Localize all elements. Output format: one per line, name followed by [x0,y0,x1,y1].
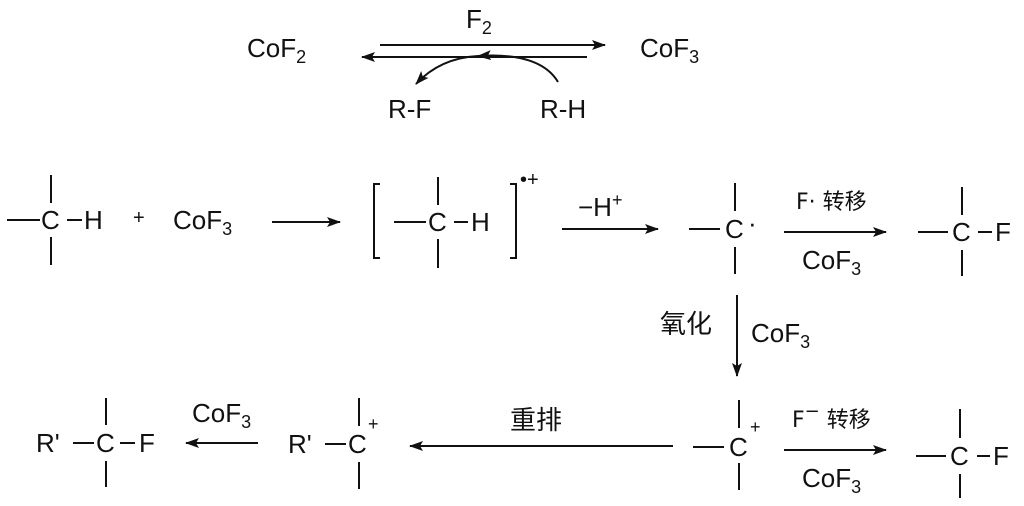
atom-f: F [993,441,1009,471]
label-superscript: + [611,190,623,210]
atom-c: C [428,207,447,237]
formula-subscript: 2 [481,18,492,38]
cobalt-difluoride: CoF2 [247,33,306,66]
atom-c: C [41,205,60,235]
atom-c: C [729,432,748,462]
label-base: −H [578,192,612,222]
cation-charge: + [368,414,379,434]
label-base: F [792,408,805,433]
cation-charge: + [750,417,761,437]
deprotonation-label: −H+ [578,191,622,222]
formula-base: CoF [802,245,852,275]
formula-base: CoF [173,205,223,235]
oxidation-reagent: CoF3 [751,318,810,351]
atom-c: C [725,214,744,244]
formula-subscript: 3 [689,47,700,67]
formula-base: CoF [247,33,297,63]
formula-base: CoF [802,463,852,493]
f-anion-transfer-label: F− 转移 [792,403,871,433]
label-text: 转移 [819,408,871,433]
atom-f: F [139,428,155,458]
f-radical-transfer-label: F· 转移 [796,190,867,215]
oxidation-label: 氧化 [660,310,713,340]
atom-r-prime: R' [36,428,60,458]
fluorination-reagent: CoF3 [192,398,251,431]
cobalt-trifluoride: CoF3 [640,33,699,66]
cobalt-trifluoride-reactant: CoF3 [173,205,232,238]
radical-cation-charge: •+ [520,169,539,191]
atom-c: C [950,441,969,471]
formula-subscript: 3 [800,332,811,352]
atom-c: C [952,217,971,247]
formula-base: CoF [640,33,690,63]
f-radical-transfer-reagent: CoF3 [802,245,861,278]
atom-c: C [96,428,115,458]
formula-subscript: 3 [851,477,862,497]
curved-arrow-in [477,50,559,83]
atom-h: H [84,205,103,235]
product-rf: R-F [388,94,432,124]
f-anion-transfer-reagent: CoF3 [802,463,861,496]
formula-subscript: 3 [241,412,252,432]
rearrangement-label: 重排 [510,406,563,436]
curved-arrow-out [415,55,479,85]
radical-dot: · [748,208,757,238]
fluorine-reagent: F2 [466,4,492,37]
formula-subscript: 3 [222,219,233,239]
atom-r-prime: R' [288,429,312,459]
atom-c: C [348,429,367,459]
formula-base: CoF [192,398,242,428]
formula-subscript: 3 [851,259,862,279]
formula-subscript: 2 [296,47,307,67]
atom-h: H [471,207,490,237]
formula-base: CoF [751,318,801,348]
substrate-rh: R-H [540,94,587,124]
plus-sign: + [133,207,145,229]
label-superscript: − [804,401,820,422]
formula-base: F [466,4,482,34]
atom-f: F [995,217,1011,247]
